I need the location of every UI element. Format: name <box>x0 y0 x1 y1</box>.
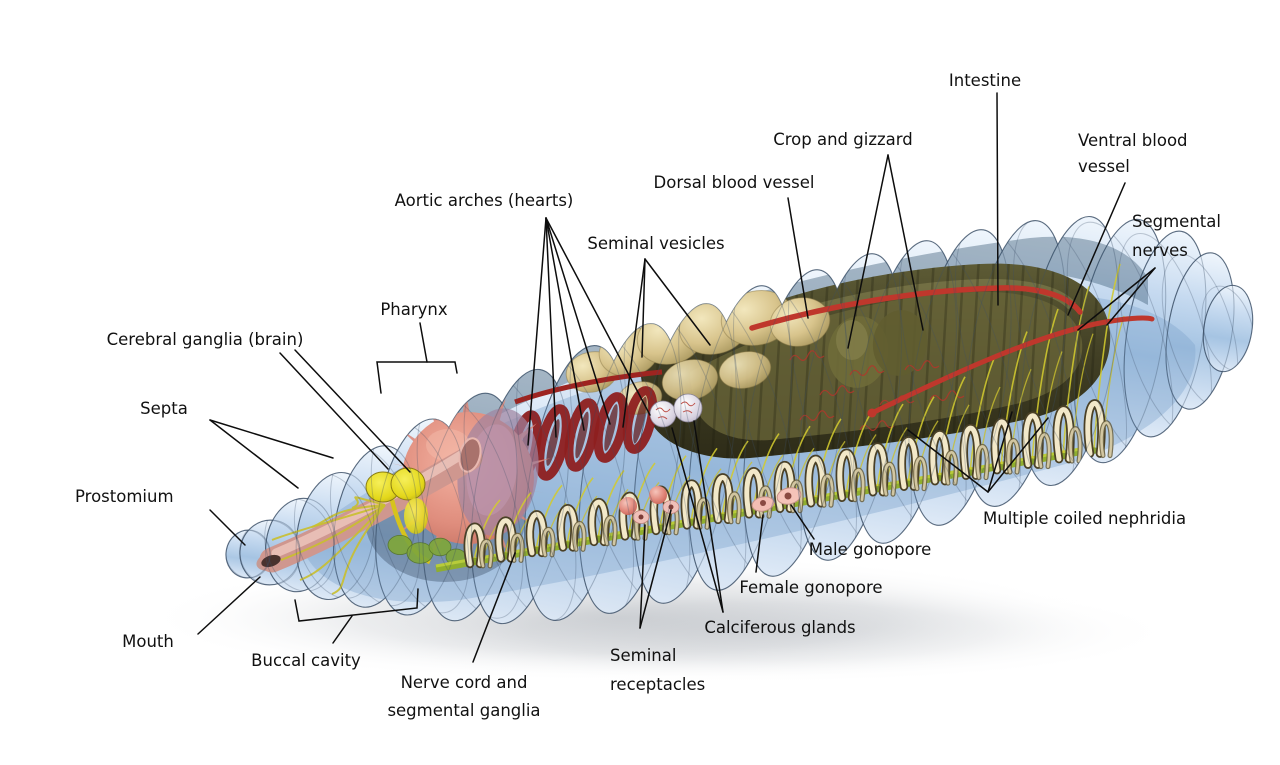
leader-septa-1 <box>209 419 334 459</box>
leader-buccal-cavity-1 <box>332 615 353 644</box>
label-calciferous-glands-line-1: Calciferous glands <box>704 618 855 637</box>
label-septa: Septa <box>140 399 188 418</box>
label-multiple-coiled-nephridia-line-1: Multiple coiled nephridia <box>983 509 1186 528</box>
leader-female-gonopore <box>755 514 764 573</box>
label-ventral-blood-vessel: Ventral blood vessel <box>1078 131 1188 176</box>
leader-calciferous-glands-2 <box>693 420 724 613</box>
leader-aortic-arches-2 <box>545 217 557 438</box>
label-seminal-vesicles-line-1: Seminal vesicles <box>587 234 724 253</box>
leader-segmental-nerves-2 <box>1106 267 1156 326</box>
leader-seminal-receptacles-2 <box>639 509 672 629</box>
leader-aortic-arches-3 <box>545 217 585 431</box>
leader-prostomium <box>209 509 246 546</box>
label-calciferous-glands: Calciferous glands <box>704 618 855 637</box>
leader-dorsal-blood-vessel <box>787 197 809 319</box>
label-ventral-blood-vessel-line-2: vessel <box>1078 157 1130 176</box>
leader-crop-and-gizzard-2 <box>887 154 924 331</box>
label-female-gonopore: Female gonopore <box>739 578 882 597</box>
leader-cerebral-ganglia-1 <box>279 352 389 470</box>
leader-septa-2 <box>209 419 299 489</box>
label-cerebral-ganglia-line-1: Cerebral ganglia (brain) <box>107 330 304 349</box>
label-dorsal-blood-vessel-line-1: Dorsal blood vessel <box>654 173 815 192</box>
leader-multiple-coiled-nephridia-1 <box>907 429 989 493</box>
label-multiple-coiled-nephridia: Multiple coiled nephridia <box>983 509 1186 528</box>
leader-mouth <box>197 576 261 635</box>
label-mouth-line-1: Mouth <box>122 632 174 651</box>
label-prostomium-line-1: Prostomium <box>75 487 174 506</box>
label-intestine: Intestine <box>949 71 1021 90</box>
label-prostomium: Prostomium <box>75 487 174 506</box>
leader-multiple-coiled-nephridia-3 <box>987 417 1049 493</box>
label-dorsal-blood-vessel: Dorsal blood vessel <box>654 173 815 192</box>
leader-cerebral-ganglia-2 <box>294 349 411 473</box>
leader-ventral-blood-vessel <box>1067 182 1126 316</box>
label-segmental-nerves-line-2: nerves <box>1132 241 1188 260</box>
leader-aortic-arches-5 <box>545 217 651 416</box>
leader-seminal-receptacles-1 <box>639 524 646 629</box>
label-male-gonopore: Male gonopore <box>809 540 932 559</box>
leader-pharynx-1 <box>419 322 428 363</box>
label-buccal-cavity-line-1: Buccal cavity <box>251 651 361 670</box>
label-aortic-arches: Aortic arches (hearts) <box>395 191 574 210</box>
label-segmental-nerves-line-1: Segmental <box>1132 212 1221 231</box>
label-segmental-nerves: Segmental nerves <box>1132 212 1221 260</box>
label-mouth: Mouth <box>122 632 174 651</box>
leader-seminal-vesicles-3 <box>644 258 711 346</box>
label-aortic-arches-line-1: Aortic arches (hearts) <box>395 191 574 210</box>
label-septa-line-1: Septa <box>140 399 188 418</box>
label-pharynx: Pharynx <box>380 300 448 319</box>
label-pharynx-line-1: Pharynx <box>380 300 448 319</box>
leader-seminal-vesicles-2 <box>622 258 646 428</box>
leader-pharynx-2 <box>376 361 458 394</box>
label-seminal-vesicles: Seminal vesicles <box>587 234 724 253</box>
leader-calciferous-glands-1 <box>671 427 724 613</box>
label-male-gonopore-line-1: Male gonopore <box>809 540 932 559</box>
label-intestine-line-1: Intestine <box>949 71 1021 90</box>
label-seminal-receptacles-line-1: Seminal <box>610 646 676 665</box>
label-buccal-cavity: Buccal cavity <box>251 651 361 670</box>
label-crop-and-gizzard: Crop and gizzard <box>773 130 913 149</box>
translucent-skin-lattice <box>225 215 1255 625</box>
label-cerebral-ganglia: Cerebral ganglia (brain) <box>107 330 304 349</box>
label-seminal-receptacles-line-2: receptacles <box>610 675 705 694</box>
label-seminal-receptacles: Seminal receptacles <box>610 646 705 694</box>
label-crop-and-gizzard-line-1: Crop and gizzard <box>773 130 913 149</box>
label-female-gonopore-line-1: Female gonopore <box>739 578 882 597</box>
leader-male-gonopore <box>790 504 815 540</box>
leader-buccal-cavity-2 <box>294 588 419 622</box>
leader-crop-and-gizzard-1 <box>847 154 889 349</box>
label-ventral-blood-vessel-line-1: Ventral blood <box>1078 131 1188 150</box>
leader-multiple-coiled-nephridia-2 <box>987 411 1013 493</box>
leader-aortic-arches-4 <box>545 217 611 425</box>
label-nerve-cord-line-2: segmental ganglia <box>387 701 540 720</box>
leader-segmental-nerves-1 <box>1077 267 1156 331</box>
leader-nerve-cord <box>472 552 516 663</box>
leader-intestine <box>996 92 999 306</box>
internal-organs <box>256 263 1155 595</box>
leader-seminal-vesicles-1 <box>641 258 646 358</box>
label-nerve-cord: Nerve cord and segmental ganglia <box>387 673 540 720</box>
leader-aortic-arches-1 <box>527 217 547 446</box>
label-nerve-cord-line-1: Nerve cord and <box>401 673 528 692</box>
